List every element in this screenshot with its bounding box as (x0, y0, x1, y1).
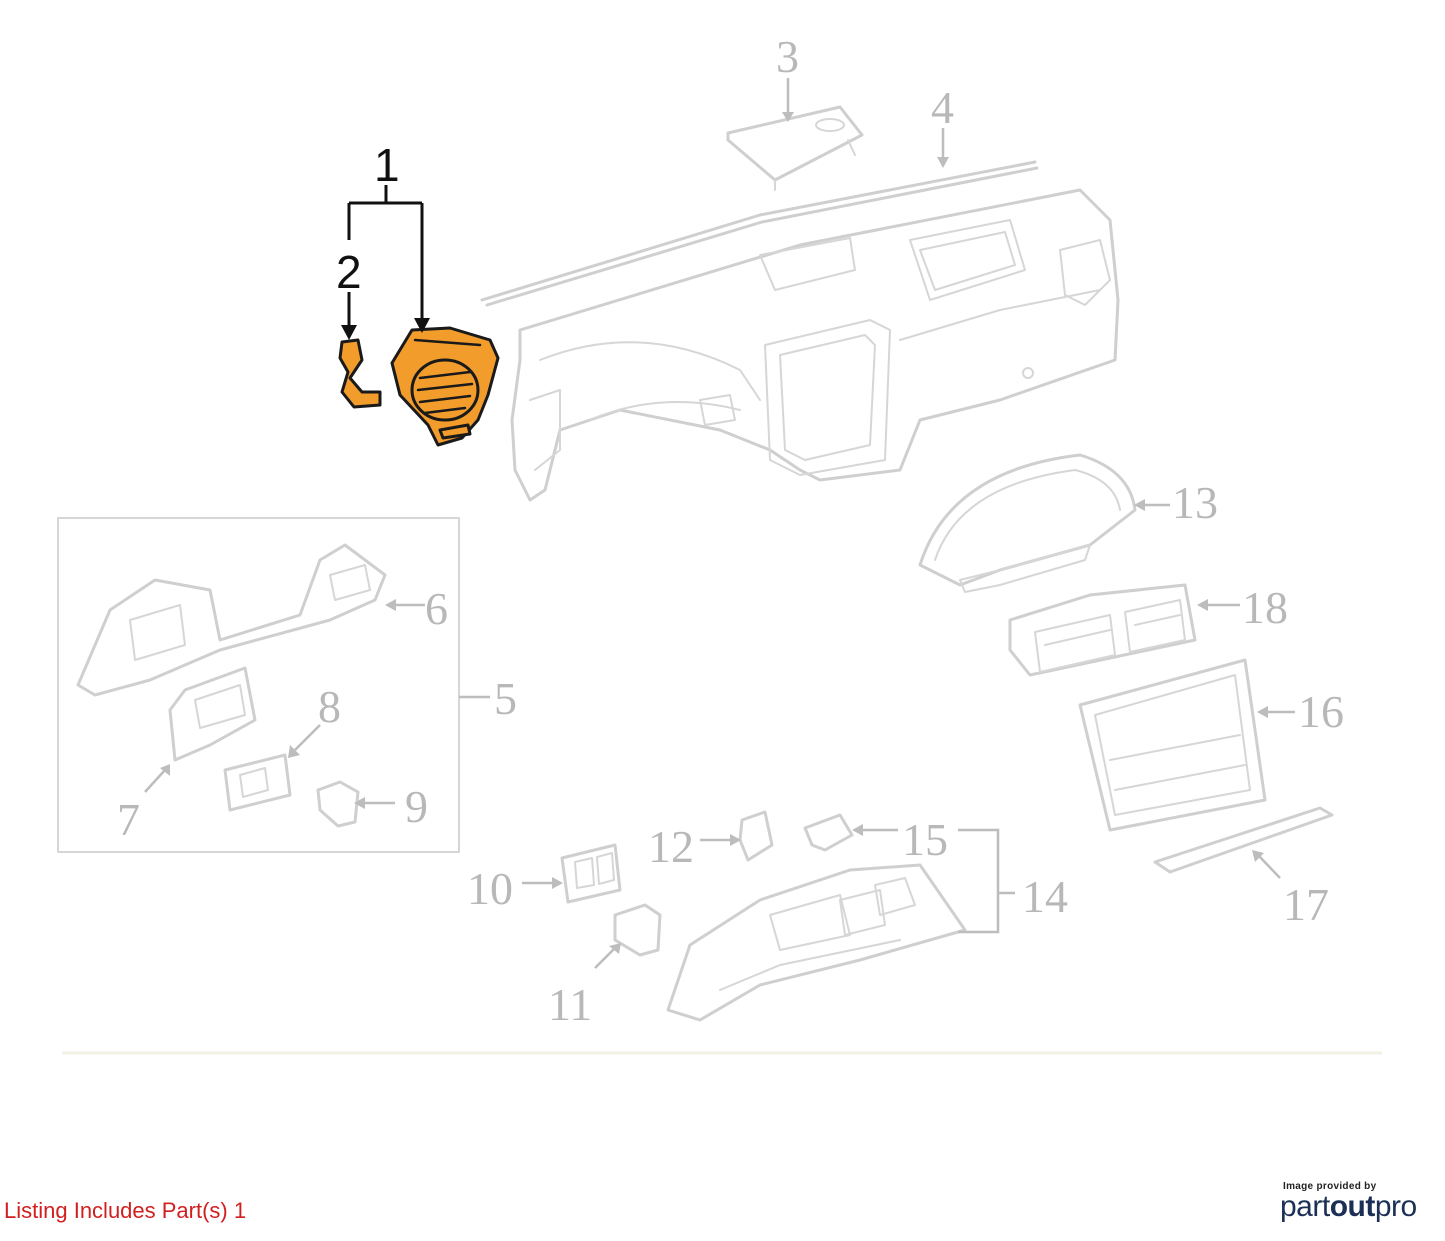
callout-11: 11 (548, 979, 592, 1030)
leader-lines-highlighted (341, 185, 430, 340)
callout-10: 10 (467, 863, 513, 914)
image-credit-caption: Image provided by (1283, 1181, 1377, 1192)
callout-6: 6 (425, 583, 448, 634)
group-box-5 (57, 517, 460, 853)
part-3-cover (726, 105, 864, 191)
callout-18: 18 (1242, 582, 1288, 633)
callout-7: 7 (117, 794, 140, 845)
callout-8: 8 (318, 681, 341, 732)
callout-4: 4 (931, 82, 954, 133)
dashboard-panel (480, 160, 1120, 502)
part-15-switch (803, 813, 854, 852)
part-18-center-vent (1008, 583, 1197, 677)
listing-note: Listing Includes Part(s) 1 (4, 1198, 247, 1223)
part-14-lower-panel (666, 863, 967, 1022)
part-13-meter-hood (918, 453, 1137, 593)
part-10-switch-panel (560, 843, 622, 904)
part-11-switch (613, 903, 662, 957)
callouts: 1 2 3 4 5 6 7 8 9 10 11 12 13 14 15 16 1… (117, 31, 1344, 1030)
callout-3: 3 (776, 31, 799, 82)
callout-17: 17 (1283, 879, 1329, 930)
callout-1: 1 (374, 139, 400, 191)
callout-5: 5 (494, 673, 517, 724)
callout-14: 14 (1022, 871, 1068, 922)
part-16-center-panel (1078, 658, 1267, 832)
part-2-bracket-highlighted (338, 338, 382, 409)
callout-9: 9 (405, 781, 428, 832)
logo-part: part (1280, 1190, 1330, 1223)
logo-out: out (1329, 1190, 1376, 1223)
leader-lines (144, 78, 1295, 969)
partoutpro-logo: partoutpro (1280, 1190, 1417, 1224)
callout-13: 13 (1172, 477, 1218, 528)
logo-pro: pro (1374, 1190, 1417, 1223)
callout-2: 2 (336, 246, 362, 298)
part-17-trim-strip (1153, 806, 1334, 874)
callout-12: 12 (648, 821, 694, 872)
part-12-bracket (738, 810, 774, 862)
callout-15: 15 (902, 814, 948, 865)
callout-16: 16 (1298, 686, 1344, 737)
part-1-air-vent-highlighted (390, 326, 500, 447)
